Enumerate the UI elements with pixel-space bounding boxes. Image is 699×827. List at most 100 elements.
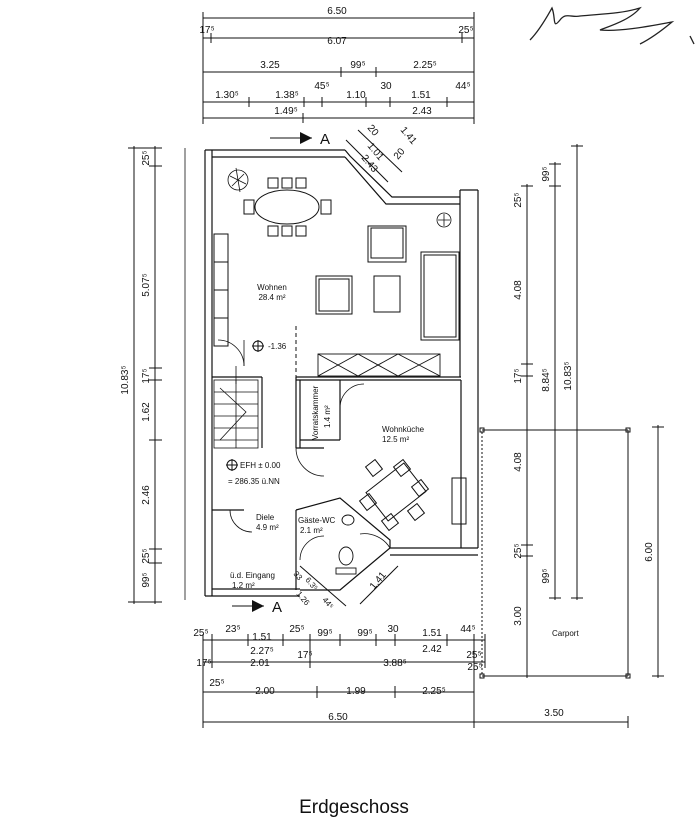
room-name-wohnen: Wohnen	[257, 283, 287, 292]
dim-bay-1: 1.41	[398, 125, 419, 147]
dim-left-wall: 17⁵	[199, 25, 214, 36]
dim-left-4: 17⁵	[141, 368, 152, 383]
room-area-eingang: 1.2 m²	[232, 581, 255, 590]
dim-right-7: 4.08	[513, 452, 524, 472]
dim-right-10: 3.00	[513, 606, 524, 626]
carport: Carport	[479, 427, 631, 679]
dim-right-wall: 25⁵	[458, 25, 473, 36]
dim-r4-e: 30	[380, 81, 392, 92]
room-vorratskammer: Vorratskammer 1.4 m²	[311, 385, 332, 440]
dim-b2-1: 2.27⁵	[250, 646, 274, 657]
dim-b1-8: 1.51	[422, 628, 442, 639]
plant-decor	[227, 167, 452, 228]
dim-b2-3: 25⁵	[466, 650, 481, 661]
room-area-vorratskammer: 1.4 m²	[323, 405, 332, 428]
dim-right-3: 4.08	[513, 280, 524, 300]
dim-inner-width: 6.07	[327, 36, 347, 47]
dim-b4-3: 1.99	[346, 686, 366, 697]
dim-right-8: 25⁵	[513, 543, 524, 558]
section-marker-top: A	[270, 131, 330, 148]
dim-right-6: 10.83⁵	[563, 361, 574, 390]
dim-r4-a: 1.30⁵	[215, 90, 239, 101]
level-marker-step: -1.36	[252, 340, 287, 352]
dim-b5-2: 3.50	[544, 708, 564, 719]
dining-table-living	[243, 177, 332, 237]
level-efh-text: EFH ± 0.00	[240, 461, 281, 470]
room-area-gaeste-wc: 2.1 m²	[300, 526, 323, 535]
dim-b1-6: 99⁵	[357, 628, 372, 639]
dim-right-1: 25⁵	[513, 192, 524, 207]
dim-left-2: 25⁵	[141, 150, 152, 165]
left-dimensions: 10.83⁵ 25⁵ 5.07⁵ 17⁵ 1.62 2.46 25⁵ 99⁵	[120, 146, 162, 604]
section-label-bottom: A	[272, 599, 282, 616]
dim-b3-4: 3.88⁵	[383, 658, 407, 669]
level-marker-efh: EFH ± 0.00 = 286.35 ü.NN	[226, 459, 281, 486]
dim-bay-2: 20	[365, 123, 381, 139]
bay-bottom-dimensions: 33 6.3⁵ 1.26 44⁵ 1.41	[291, 565, 399, 611]
dim-right-9: 99⁵	[541, 568, 552, 583]
dim-left-8: 99⁵	[141, 572, 152, 587]
dim-b1-3: 1.51	[252, 632, 272, 643]
dim-b2-2: 2.42	[422, 644, 442, 655]
dim-b3-1: 17⁵	[196, 658, 211, 669]
dim-r4-b: 1.38⁵	[275, 90, 299, 101]
wc-fixtures	[335, 514, 357, 575]
dim-overall-width: 6.50	[327, 6, 347, 17]
room-name-gaeste-wc: Gäste-WC	[298, 516, 336, 525]
sofa-set	[315, 225, 460, 341]
dim-b1-7: 30	[387, 624, 399, 635]
room-area-wohnen: 28.4 m²	[258, 293, 285, 302]
dim-baybot-4: 44⁵	[320, 596, 335, 611]
dim-r4-c: 45⁵	[314, 81, 329, 92]
dim-r5-a: 1.49⁵	[274, 106, 298, 117]
dim-b1-5: 99⁵	[317, 628, 332, 639]
room-name-vorratskammer: Vorratskammer	[311, 385, 320, 440]
dim-r3-c: 2.25⁵	[413, 60, 437, 71]
room-name-eingang: ü.d. Eingang	[230, 571, 275, 580]
dim-b3-3: 17⁵	[297, 650, 312, 661]
dim-baybot-1: 33	[291, 570, 304, 583]
dim-left-6: 2.46	[141, 485, 152, 505]
dim-r5-b: 2.43	[412, 106, 432, 117]
room-eingang: ü.d. Eingang 1.2 m²	[230, 571, 275, 590]
section-label-top: A	[320, 131, 330, 148]
exterior-walls	[184, 148, 479, 600]
room-wohnkueche: Wohnküche 12.5 m²	[382, 425, 425, 444]
dim-b1-4: 25⁵	[289, 624, 304, 635]
dim-right-2: 99⁵	[541, 166, 552, 181]
dim-b1-1: 25⁵	[193, 628, 208, 639]
room-name-wohnkueche: Wohnküche	[382, 425, 425, 434]
dim-r3-a: 3.25	[260, 60, 280, 71]
room-area-diele: 4.9 m²	[256, 523, 279, 532]
dim-r3-b: 99⁵	[350, 60, 365, 71]
dim-left-3: 5.07⁵	[141, 273, 152, 297]
dim-right-11: 6.00	[644, 542, 655, 562]
dim-b3-5: 25⁵	[467, 662, 482, 673]
carport-label: Carport	[552, 629, 579, 638]
dim-r4-d: 1.10	[346, 90, 366, 101]
dim-r4-f: 1.51	[411, 90, 431, 101]
bay-top-dimensions: 1.41 20 1.01 2.43 20	[345, 123, 419, 183]
kitchen-table	[358, 458, 467, 532]
sideboard	[317, 353, 441, 377]
dim-b4-2: 2.00	[255, 686, 275, 697]
dim-left-total: 10.83⁵	[120, 365, 131, 394]
dim-b5-1: 6.50	[328, 712, 348, 723]
dim-right-4: 17⁵	[513, 368, 524, 383]
signature-scribble	[529, 6, 695, 45]
dim-right-5: 8.84⁵	[541, 368, 552, 392]
dim-b4-1: 25⁵	[209, 678, 224, 689]
dim-b1-9: 44⁵	[460, 624, 475, 635]
door-swings	[217, 339, 391, 561]
room-name-diele: Diele	[256, 513, 275, 522]
bottom-dimensions: 25⁵ 23⁵ 1.51 25⁵ 99⁵ 99⁵ 30 1.51 44⁵ 2.2…	[193, 624, 629, 728]
room-area-wohnkueche: 12.5 m²	[382, 435, 409, 444]
staircase	[213, 366, 259, 449]
plan-title: Erdgeschoss	[299, 797, 409, 818]
room-gaeste-wc: Gäste-WC 2.1 m²	[298, 516, 336, 535]
dim-left-7: 25⁵	[141, 548, 152, 563]
dim-bay-5: 20	[392, 146, 408, 162]
level-step-text: -1.36	[268, 342, 287, 351]
dim-baybot-5: 1.41	[368, 570, 389, 592]
